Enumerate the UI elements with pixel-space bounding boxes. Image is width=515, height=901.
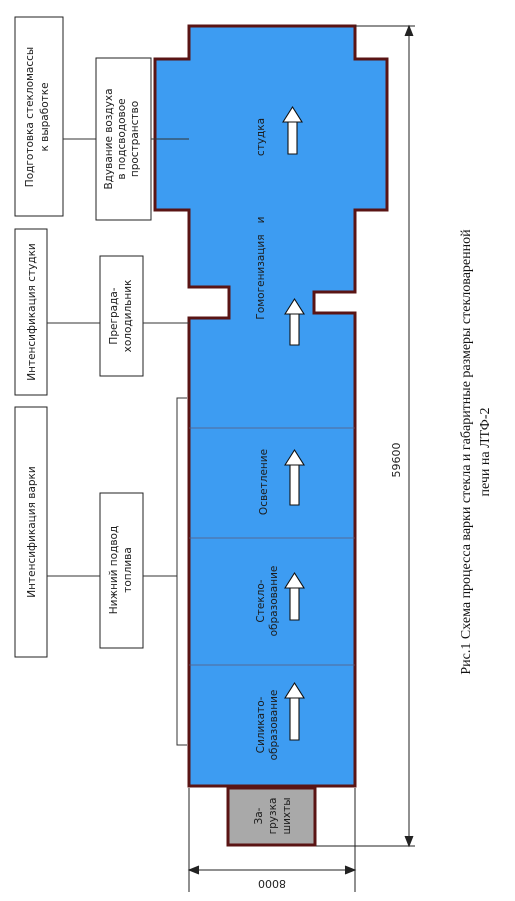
box-intensification-melting [14,406,48,658]
charging-label-3: шихты [281,797,293,834]
zone-homog-label-2: и [255,217,267,224]
flow-arrow-icon [289,464,300,506]
flow-arrow-icon [284,297,305,315]
zone-dividers [189,427,355,666]
box-preparation [14,16,64,217]
flow-arrow-icon [284,571,305,589]
barrier-label-1: Преграда- [108,287,120,344]
box-intensification-cooling [14,228,48,396]
flow-arrow-icon [282,105,303,123]
leader-lines [47,138,189,746]
zone-fining-label: Осветление [258,449,270,515]
zone-homog-label-1: Гомогенизация [255,234,267,319]
width-dimension [187,788,357,892]
flow-arrows [282,105,305,741]
charging-label-1: За- [253,807,265,824]
zone-silicate-label-2: образование [268,690,280,761]
flow-arrow-icon [289,313,300,346]
flow-arrow-icon [289,587,300,621]
flow-arrow-icon [284,448,305,466]
air-blowing-label-3: пространство [129,101,141,177]
flow-arrow-icon [287,121,298,155]
bottom-fuel-label-2: топлива [122,547,134,593]
furnace-body [153,24,389,788]
caption-line-2: печи на ЛТФ-2 [478,407,493,496]
width-value: 8000 [258,877,286,890]
zone-glass-label-2: образование [268,566,280,637]
intensification-melting-label: Интенсификация варки [26,466,38,597]
bottom-fuel-label-1: Нижний подвод [108,526,120,614]
box-bottom-fuel [99,492,144,649]
flow-arrow-icon [289,697,300,741]
box-barrier [99,255,144,377]
charging-label-2: грузка [267,798,279,835]
zone-silicate-label-1: Силикато- [255,696,267,753]
caption-line-1: Рис.1 Схема процесса варки стекла и габа… [459,229,474,675]
intensification-cooling-label: Интенсификация студки [26,243,38,381]
preparation-label-1: Подготовка стекломассы [24,47,36,187]
box-air-blowing [95,57,152,221]
flow-arrow-icon [284,681,305,699]
length-dimension [316,24,415,848]
zone-glass-label-1: Стекло- [255,579,267,622]
charging-pocket [226,786,317,847]
length-value: 59600 [390,443,403,478]
preparation-label-2: к выработке [39,82,51,151]
air-blowing-label-1: Вдувание воздуха [103,88,115,189]
barrier-label-2: холодильник [122,280,134,353]
zone-homog-label-3: студка [255,118,267,156]
air-blowing-label-2: в подсводовое [116,98,128,179]
